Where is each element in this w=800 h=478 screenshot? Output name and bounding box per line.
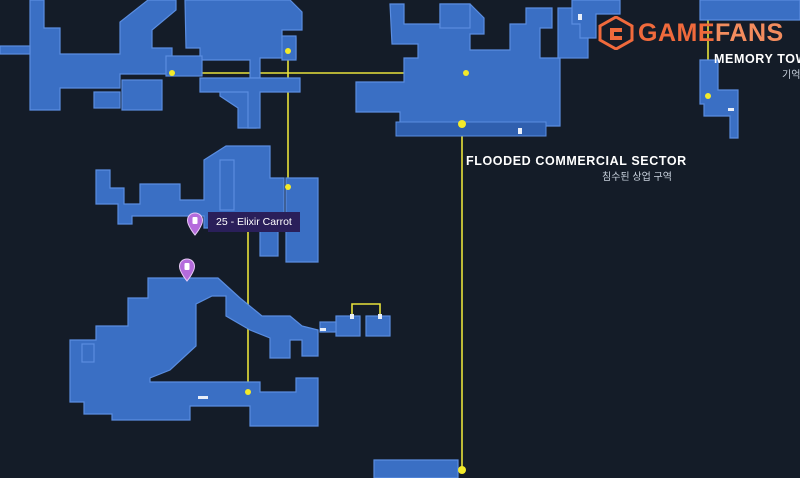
gamefans-logo-icon	[598, 16, 634, 50]
logo-text-part1: GAME	[638, 18, 715, 47]
area-label-memory-tower: MEMORY TOW	[714, 52, 800, 66]
room-group-west	[95, 145, 319, 263]
marker-25-pin[interactable]	[186, 212, 204, 236]
room-group-southwest	[69, 277, 391, 427]
room-group-northwest	[0, 0, 303, 129]
marker-unlabeled-pin[interactable]	[178, 258, 196, 282]
room-group-northeast	[571, 0, 800, 139]
gamefans-logo: GAMEFANS	[598, 16, 784, 50]
marker-25-tooltip: 25 - Elixir Carrot	[208, 212, 300, 232]
area-label-flooded-commercial-sector: FLOODED COMMERCIAL SECTOR	[466, 154, 687, 168]
location-pin-icon	[186, 212, 204, 236]
room-group-north-center	[355, 3, 589, 137]
room-group-south	[373, 459, 459, 478]
connector-nodes	[169, 48, 711, 474]
location-pin-icon	[178, 258, 196, 282]
gamefans-logo-text: GAMEFANS	[638, 19, 784, 48]
area-sublabel-flooded-commercial-sector: 침수된 상업 구역	[602, 172, 672, 183]
logo-text-part2: FANS	[715, 18, 784, 47]
area-sublabel-memory-tower: 기억	[782, 70, 800, 81]
doors	[198, 14, 734, 399]
